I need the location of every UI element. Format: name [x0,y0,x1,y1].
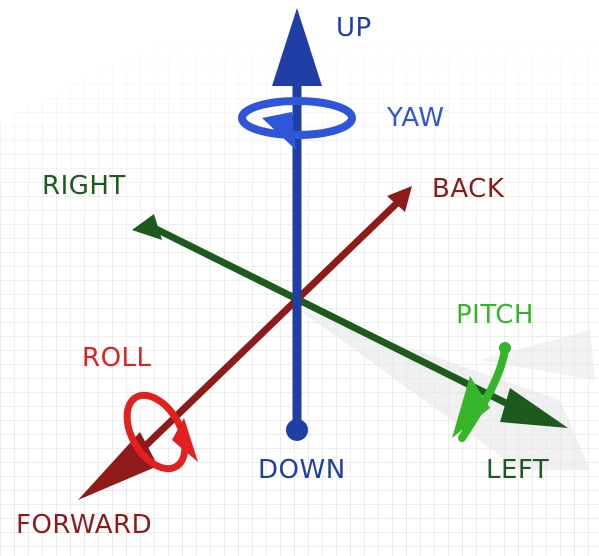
yaw-rotation-arrow [238,97,356,150]
roll-rotation-arrow [123,391,198,473]
right-label: RIGHT [42,171,126,201]
up-arrowhead [272,8,322,86]
left-arrowhead [500,388,568,428]
back-label: BACK [432,174,505,204]
forward-label: FORWARD [16,510,152,540]
pitch-label: PITCH [456,300,534,330]
yaw-label: YAW [386,103,444,133]
left-label: LEFT [486,455,549,485]
lateral-axis [132,214,568,428]
roll-label: ROLL [82,343,152,373]
back-arrowhead [387,186,412,212]
pitch-rotation-arrow [452,342,511,442]
right-arrowhead [132,214,162,240]
down-label: DOWN [258,455,346,485]
down-endcap [286,419,308,441]
up-label: UP [336,13,372,43]
